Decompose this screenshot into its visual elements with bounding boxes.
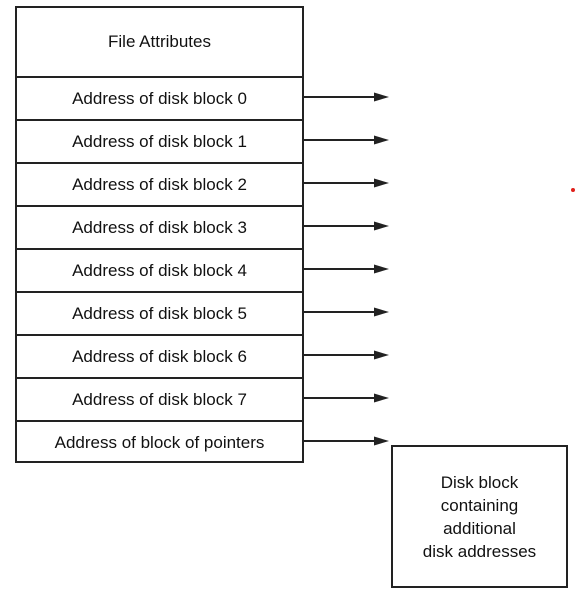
file-attributes-cell: File Attributes [108, 32, 211, 51]
indirect-pointer-block-label: Disk block containing additional disk ad… [422, 472, 537, 561]
arrow-group [304, 92, 389, 446]
arrow-disk-block-3 [304, 221, 389, 231]
disk-block-7-address-cell: Address of disk block 7 [17, 377, 302, 420]
disk-block-1-address-cell: Address of disk block 1 [17, 119, 302, 162]
disk-block-3-address-cell: Address of disk block 3 [17, 205, 302, 248]
arrow-disk-block-0 [304, 92, 389, 102]
disk-block-6-address-cell: Address of disk block 6 [17, 334, 302, 377]
disk-block-4-address-cell: Address of disk block 4 [17, 248, 302, 291]
disk-block-5-address-cell: Address of disk block 5 [17, 291, 302, 334]
arrow-disk-block-1 [304, 135, 389, 145]
arrow-pointer-block [304, 436, 389, 446]
arrow-disk-block-6 [304, 350, 389, 360]
arrow-disk-block-4 [304, 264, 389, 274]
indirect-pointer-block: Disk block containing additional disk ad… [391, 445, 568, 588]
inode-table: File Attributes Address of disk block 0 … [15, 6, 304, 463]
red-dot-marker [571, 188, 575, 192]
disk-block-2-address-cell: Address of disk block 2 [17, 162, 302, 205]
arrow-disk-block-5 [304, 307, 389, 317]
arrow-disk-block-7 [304, 393, 389, 403]
pointer-block-address-cell: Address of block of pointers [17, 420, 302, 463]
arrow-disk-block-2 [304, 178, 389, 188]
disk-block-0-address-cell: Address of disk block 0 [17, 76, 302, 119]
